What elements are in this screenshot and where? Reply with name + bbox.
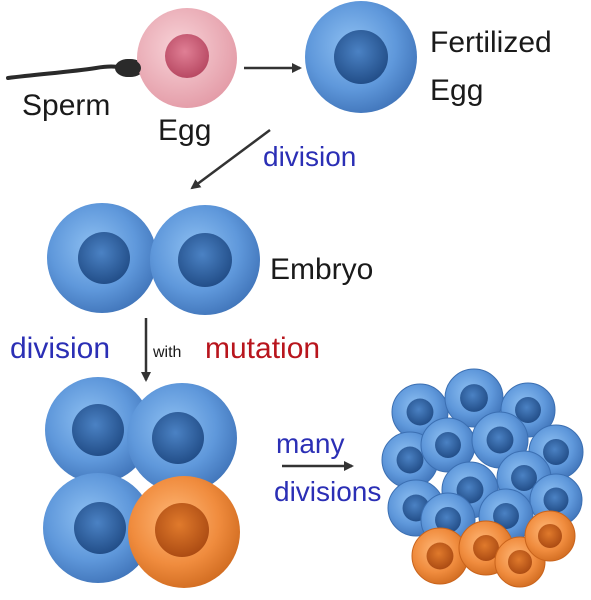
four-cell-top-left (45, 377, 151, 483)
division-with-mutation-mutation: mutation (205, 332, 320, 365)
arrow-fertilized-to-embryo (190, 128, 271, 190)
sperm-label: Sperm (22, 89, 110, 122)
fertilized-label-line2: Egg (430, 74, 483, 107)
four-cell-mutated (128, 476, 240, 588)
four-cell-bottom-left (43, 473, 153, 583)
egg-label: Egg (158, 114, 211, 147)
embryo-cell-left (47, 203, 157, 313)
cell-cluster (381, 368, 584, 588)
embryo-cell-right (150, 205, 260, 315)
sperm-head (115, 59, 141, 77)
fertilized-label-line1: Fertilized (430, 26, 552, 59)
cluster-mutated-cell (411, 527, 469, 585)
division-label: division (263, 141, 356, 172)
many-label: many (276, 428, 344, 459)
division-with-mutation-division: division (10, 332, 110, 365)
four-cell-top-right (127, 383, 237, 493)
divisions-label: divisions (274, 476, 381, 507)
fertilized-egg-cell (305, 1, 417, 113)
cluster-cell (444, 368, 504, 428)
division-with-mutation-with: with (152, 344, 181, 361)
four-cell-stage (43, 377, 240, 588)
cluster-mutated-cell (524, 510, 576, 562)
embryo-label: Embryo (270, 253, 373, 286)
egg-cell (137, 8, 237, 108)
